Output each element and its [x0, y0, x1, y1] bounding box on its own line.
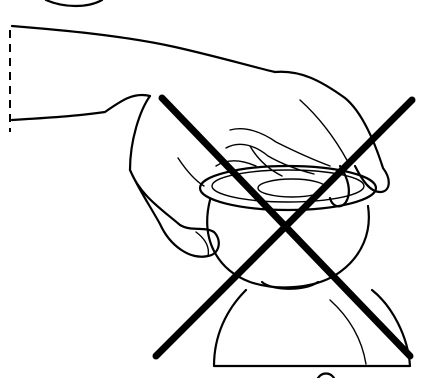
arm-lower-contour	[12, 95, 150, 170]
camera-neck	[262, 282, 318, 289]
thumb	[130, 170, 219, 257]
camera-sphere	[207, 200, 369, 287]
palm-crease	[178, 158, 204, 186]
finger-crease	[300, 100, 348, 162]
arm-upper-contour	[12, 26, 389, 192]
finger-line-1	[230, 129, 330, 166]
top-object-edge	[46, 0, 102, 6]
thumb-nail	[196, 232, 208, 256]
prohibition-cross-icon	[156, 98, 412, 356]
base-screw	[318, 374, 334, 378]
dome-camera-icon	[200, 166, 410, 378]
